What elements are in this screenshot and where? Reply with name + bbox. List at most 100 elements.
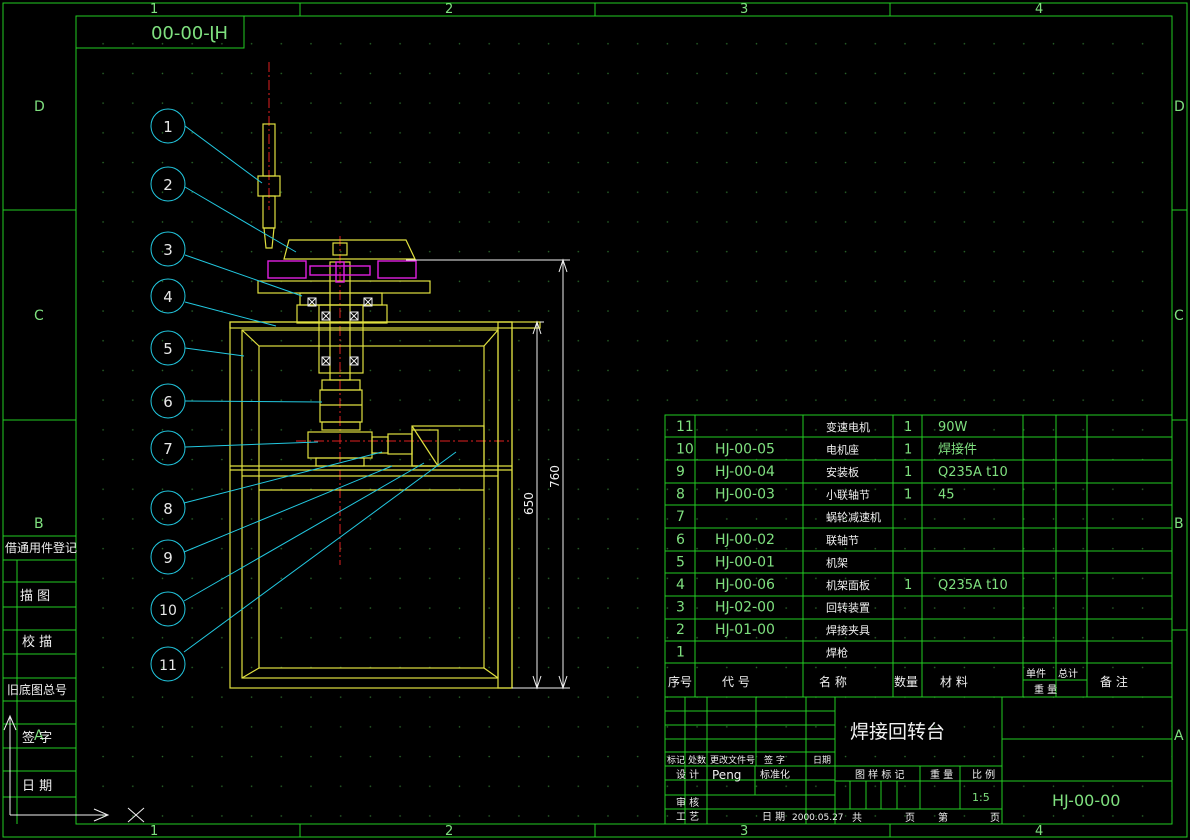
standardization-label: 标准化	[760, 768, 790, 781]
strip-trace: 描 图	[20, 589, 50, 604]
bearings	[307, 297, 373, 366]
bom-cell-no: 3	[676, 599, 685, 615]
bom-cell-name: 安装板	[826, 465, 859, 479]
zone-col-top-4: 4	[1035, 2, 1043, 17]
bom-cell-no: 1	[676, 645, 685, 661]
bom-cell-qty: 1	[904, 578, 912, 593]
date-label: 日 期	[762, 811, 785, 823]
leader-lines	[183, 125, 457, 653]
bom-cell-material: 90W	[938, 420, 968, 435]
zone-row-right-c: C	[1174, 308, 1184, 324]
bom-cell-no: 8	[676, 487, 685, 503]
zone-col-bottom-1: 1	[150, 824, 158, 839]
bom-header-code: 代 号	[722, 675, 750, 689]
bom-cell-name: 焊枪	[826, 646, 848, 660]
svg-text:5: 5	[163, 340, 173, 358]
balloon-3: 3	[150, 231, 186, 267]
dimension-lines	[406, 258, 570, 690]
bom-cell-qty: 1	[904, 465, 912, 480]
strip-date: 日 期	[22, 779, 52, 794]
title-block-grid	[664, 696, 1173, 825]
dim-frame-height: 650	[522, 492, 536, 515]
svg-text:1: 1	[163, 118, 173, 136]
bom-cell-code: HJ-00-02	[715, 532, 775, 548]
svg-text:10: 10	[159, 603, 177, 619]
mirrored-drawing-number: HJ-00-00	[151, 23, 228, 44]
bom-cell-name: 焊接夹具	[826, 623, 870, 637]
motor	[387, 425, 485, 467]
balloon-8: 8	[150, 490, 186, 526]
bom-cell-code: HJ-02-00	[715, 599, 775, 615]
bom-cell-name: 变速电机	[826, 420, 870, 434]
bom-header-name: 名 称	[819, 674, 847, 689]
designer-label: 设 计	[676, 768, 699, 781]
stage-label: 图 样 标 记	[855, 768, 905, 781]
strip-register: 借通用件登记	[5, 540, 77, 555]
bom-cell-no: 7	[676, 509, 685, 525]
dim-overall-height: 760	[548, 465, 562, 488]
zone-col-bottom-4: 4	[1035, 824, 1043, 839]
mirrored-number-box	[75, 15, 245, 49]
strip-old-number: 旧底图总号	[7, 682, 67, 697]
bom-cell-name: 联轴节	[826, 533, 859, 547]
page-label: 第	[938, 811, 948, 824]
bom-cell-name: 回转装置	[826, 600, 870, 614]
page-unit: 页	[990, 812, 1000, 824]
bom-cell-no: 4	[676, 577, 685, 593]
bom-cell-name: 机架面板	[826, 578, 870, 592]
zone-row-left-b: B	[34, 516, 44, 532]
bom-cell-code: HJ-00-03	[715, 487, 775, 503]
change-sign-label: 签 字	[764, 754, 785, 766]
bom-cell-code: HJ-00-05	[715, 442, 775, 458]
change-date-label: 日期	[813, 755, 831, 766]
zone-col-bottom-2: 2	[445, 824, 453, 839]
balloon-2: 2	[150, 166, 186, 202]
bom-header-remark: 备 注	[1100, 674, 1128, 689]
balloon-11: 11	[150, 646, 186, 682]
drawing-title: 焊接回转台	[850, 721, 945, 743]
svg-text:9: 9	[163, 549, 173, 567]
balloon-10: 10	[150, 591, 186, 627]
bom-cell-name: 电机座	[826, 443, 859, 457]
change-mark-label: 标记	[667, 754, 685, 766]
machine-frame	[229, 321, 541, 689]
balloon-4: 4	[150, 278, 186, 314]
bom-cell-material: Q235A t10	[938, 465, 1008, 480]
process-label: 工 艺	[676, 811, 699, 823]
bom-cell-no: 10	[676, 442, 694, 458]
bom-cell-no: 9	[676, 464, 685, 480]
bom-cell-material: 45	[938, 488, 955, 503]
svg-text:2: 2	[163, 176, 173, 194]
zone-col-top-2: 2	[445, 2, 453, 17]
bom-cell-code: HJ-00-06	[715, 577, 775, 593]
date-value: 2000.05.27	[792, 813, 844, 823]
balloon-7: 7	[150, 430, 186, 466]
svg-text:7: 7	[163, 440, 173, 458]
review-label: 审 核	[676, 796, 699, 809]
bom-cell-code: HJ-00-01	[715, 554, 775, 570]
zone-row-right-b: B	[1174, 516, 1184, 532]
weight-label: 重 量	[930, 768, 953, 781]
total-label: 共	[852, 812, 862, 824]
bom-cell-name: 蜗轮减速机	[826, 510, 881, 524]
zone-row-left-d: D	[34, 99, 45, 115]
bom-cell-no: 11	[676, 419, 694, 435]
bom-cell-qty: 1	[904, 488, 912, 503]
bom-cell-no: 5	[676, 554, 685, 570]
welding-torch	[257, 123, 281, 249]
balloon-5: 5	[150, 330, 186, 366]
bom-cell-code: HJ-00-04	[715, 464, 775, 480]
zone-col-top-3: 3	[740, 2, 748, 17]
scale-value: 1:5	[972, 791, 990, 804]
grid-background	[76, 16, 1172, 824]
zone-row-right-d: D	[1174, 99, 1185, 115]
bom-cell-no: 2	[676, 622, 685, 638]
scale-label: 比 例	[972, 768, 995, 781]
zone-row-right-a: A	[1174, 728, 1184, 744]
zone-col-bottom-3: 3	[740, 824, 748, 839]
change-file-label: 更改文件号	[710, 754, 755, 766]
zone-row-left-c: C	[34, 308, 44, 324]
bom-header-weight: 重 量	[1034, 683, 1057, 696]
